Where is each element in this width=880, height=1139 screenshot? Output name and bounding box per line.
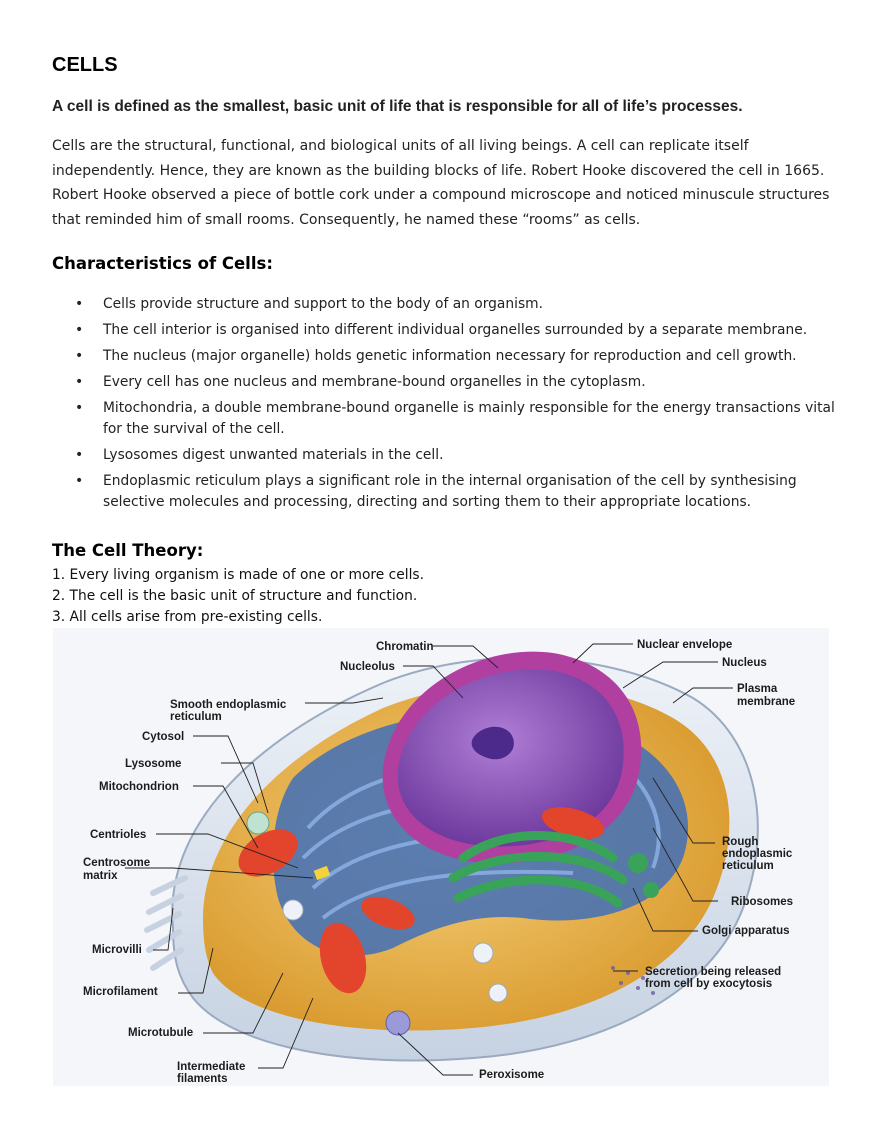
lysosome-shape xyxy=(246,811,270,835)
list-item-text: The nucleus (major organelle) holds gene… xyxy=(103,348,797,364)
smooth-er-label: Smooth endoplasmic xyxy=(170,699,287,711)
bullet-icon: • xyxy=(75,296,84,312)
list-item-text: Cells provide structure and support to t… xyxy=(103,296,543,312)
cell-theory-item: 2. The cell is the basic unit of structu… xyxy=(52,588,418,604)
smooth-er-label-2: reticulum xyxy=(170,711,222,723)
centrosome-shape xyxy=(313,865,331,881)
nucleolus-shape xyxy=(471,726,514,760)
microvilli-shape xyxy=(144,875,188,971)
mitochondrion-label: Mitochondrion xyxy=(99,781,179,793)
secretion-label-2: from cell by exocytosis xyxy=(645,978,772,990)
plasma-membrane-label-2: membrane xyxy=(737,696,795,708)
cytosol-label: Cytosol xyxy=(142,731,184,743)
chromatin-label: Chromatin xyxy=(376,641,434,653)
page-title: CELLS xyxy=(52,54,118,76)
cell-theory-list: 1. Every living organism is made of one … xyxy=(52,565,424,628)
rough-er-label-2: endoplasmic xyxy=(722,848,793,860)
list-item-text: Lysosomes digest unwanted materials in t… xyxy=(103,447,444,463)
rough-er-label: Rough xyxy=(722,836,758,848)
list-item: • The cell interior is organised into dif… xyxy=(52,320,842,341)
list-item: • Mitochondria, a double membrane-bound o… xyxy=(52,398,842,440)
lysosome-label: Lysosome xyxy=(125,758,181,770)
cell-theory-item: 3. All cells arise from pre-existing cel… xyxy=(52,609,323,625)
cell-theory-heading: The Cell Theory: xyxy=(52,541,204,560)
golgi-apparatus-shape xyxy=(448,831,628,908)
characteristics-heading: Characteristics of Cells: xyxy=(52,254,273,273)
bullet-icon: • xyxy=(75,473,84,489)
nucleus-label: Nucleus xyxy=(722,657,767,669)
mitochondrion-shape xyxy=(361,896,415,930)
centrioles-label: Centrioles xyxy=(90,829,146,841)
centrosome-matrix-label-2: matrix xyxy=(83,870,118,882)
intro-paragraph: Cells are the structural, functional, an… xyxy=(52,138,830,228)
cell-theory-item: 1. Every living organism is made of one … xyxy=(52,567,424,583)
list-item-text: Mitochondria, a double membrane-bound or… xyxy=(103,400,835,437)
definition-lead: A cell is defined as the smallest, basic… xyxy=(52,98,743,115)
intermediate-filaments-label: Intermediate xyxy=(177,1061,245,1073)
peroxisome-label: Peroxisome xyxy=(479,1069,544,1081)
nuclear-envelope-label: Nuclear envelope xyxy=(637,639,732,651)
list-item-text: The cell interior is organised into diff… xyxy=(103,322,808,338)
bullet-icon: • xyxy=(75,447,84,463)
list-item: • Lysosomes digest unwanted materials in … xyxy=(52,445,842,466)
nucleolus-label: Nucleolus xyxy=(340,661,395,673)
secretion-label: Secretion being released xyxy=(645,966,781,978)
list-item-text: Every cell has one nucleus and membrane-… xyxy=(103,374,646,390)
mitochondrion-shape xyxy=(319,922,367,994)
centrosome-matrix-label: Centrosome xyxy=(83,857,150,869)
nucleus-shape xyxy=(397,669,624,847)
rough-er-label-3: reticulum xyxy=(722,860,774,872)
list-item: • Endoplasmic reticulum plays a significa… xyxy=(52,471,842,513)
microvilli-label: Microvilli xyxy=(92,944,142,956)
microfilament-label: Microfilament xyxy=(83,986,158,998)
animal-cell-diagram: Chromatin Nucleolus Nuclear envelope Nuc… xyxy=(53,628,829,1086)
mitochondrion-shape xyxy=(238,829,298,877)
plasma-membrane-label: Plasma xyxy=(737,683,778,695)
mitochondrion-shape xyxy=(541,807,605,839)
golgi-apparatus-label: Golgi apparatus xyxy=(702,925,790,937)
list-item: • The nucleus (major organelle) holds gen… xyxy=(52,346,842,367)
list-item-text: Endoplasmic reticulum plays a significan… xyxy=(103,473,797,510)
list-item: • Every cell has one nucleus and membrane… xyxy=(52,372,842,393)
peroxisome-shape xyxy=(385,1010,411,1036)
characteristics-list: • Cells provide structure and support to … xyxy=(52,294,842,518)
bullet-icon: • xyxy=(75,400,84,416)
cell-illustration: Chromatin Nucleolus Nuclear envelope Nuc… xyxy=(83,639,795,1085)
list-item: • Cells provide structure and support to … xyxy=(52,294,842,315)
ribosomes-label: Ribosomes xyxy=(731,896,793,908)
intermediate-filaments-label-2: filaments xyxy=(177,1073,228,1085)
bullet-icon: • xyxy=(75,322,84,338)
bullet-icon: • xyxy=(75,374,84,390)
bullet-icon: • xyxy=(75,348,84,364)
microtubule-label: Microtubule xyxy=(128,1027,193,1039)
